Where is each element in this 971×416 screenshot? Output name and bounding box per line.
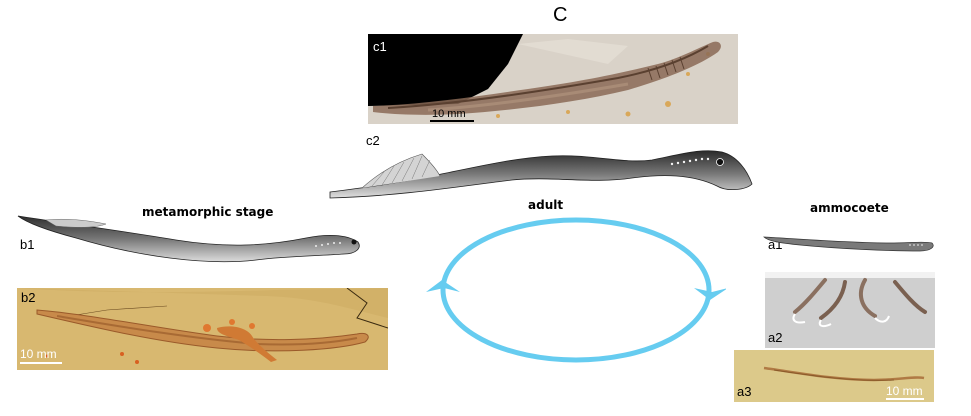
stage-label-adult: adult [528, 198, 564, 212]
panel-label-a3: a3 [737, 384, 752, 399]
fossil-a3-image [763, 366, 925, 400]
figure-title: C [553, 4, 568, 26]
stage-label-metamorphic: metamorphic stage [142, 205, 274, 219]
photo-a2: a2 [765, 272, 935, 348]
cycle-arrow-right-icon [694, 286, 728, 300]
panel-label-a2: a2 [768, 330, 783, 345]
life-cycle-arrows [426, 217, 726, 363]
fossil-c1-image [368, 34, 721, 122]
scale-bar-label-a3: 10 mm [886, 384, 923, 398]
scale-bar-label-b2: 10 mm [20, 347, 57, 361]
fossil-photo-b2: b2 10 mm [17, 288, 388, 370]
stage-label-ammocoete: ammocoete [810, 201, 889, 215]
fossil-photo-a3: a3 10 mm [734, 350, 934, 402]
panel-label-c2: c2 [366, 133, 380, 148]
fossil-photo-c1: c1 10 mm [368, 34, 738, 124]
ammocoete-drawing [763, 236, 934, 252]
panel-label-b1: b1 [20, 237, 35, 252]
metamorphic-lamprey-drawing [17, 215, 360, 263]
adult-lamprey-drawing [329, 150, 753, 199]
panel-label-c1: c1 [373, 39, 387, 54]
cycle-arrow-left-icon [426, 278, 460, 292]
scale-bar-label-c1: 10 mm [432, 108, 466, 120]
fossil-b2-image [17, 288, 388, 364]
photo-a2-image [765, 272, 935, 328]
panel-label-b2: b2 [21, 290, 36, 305]
